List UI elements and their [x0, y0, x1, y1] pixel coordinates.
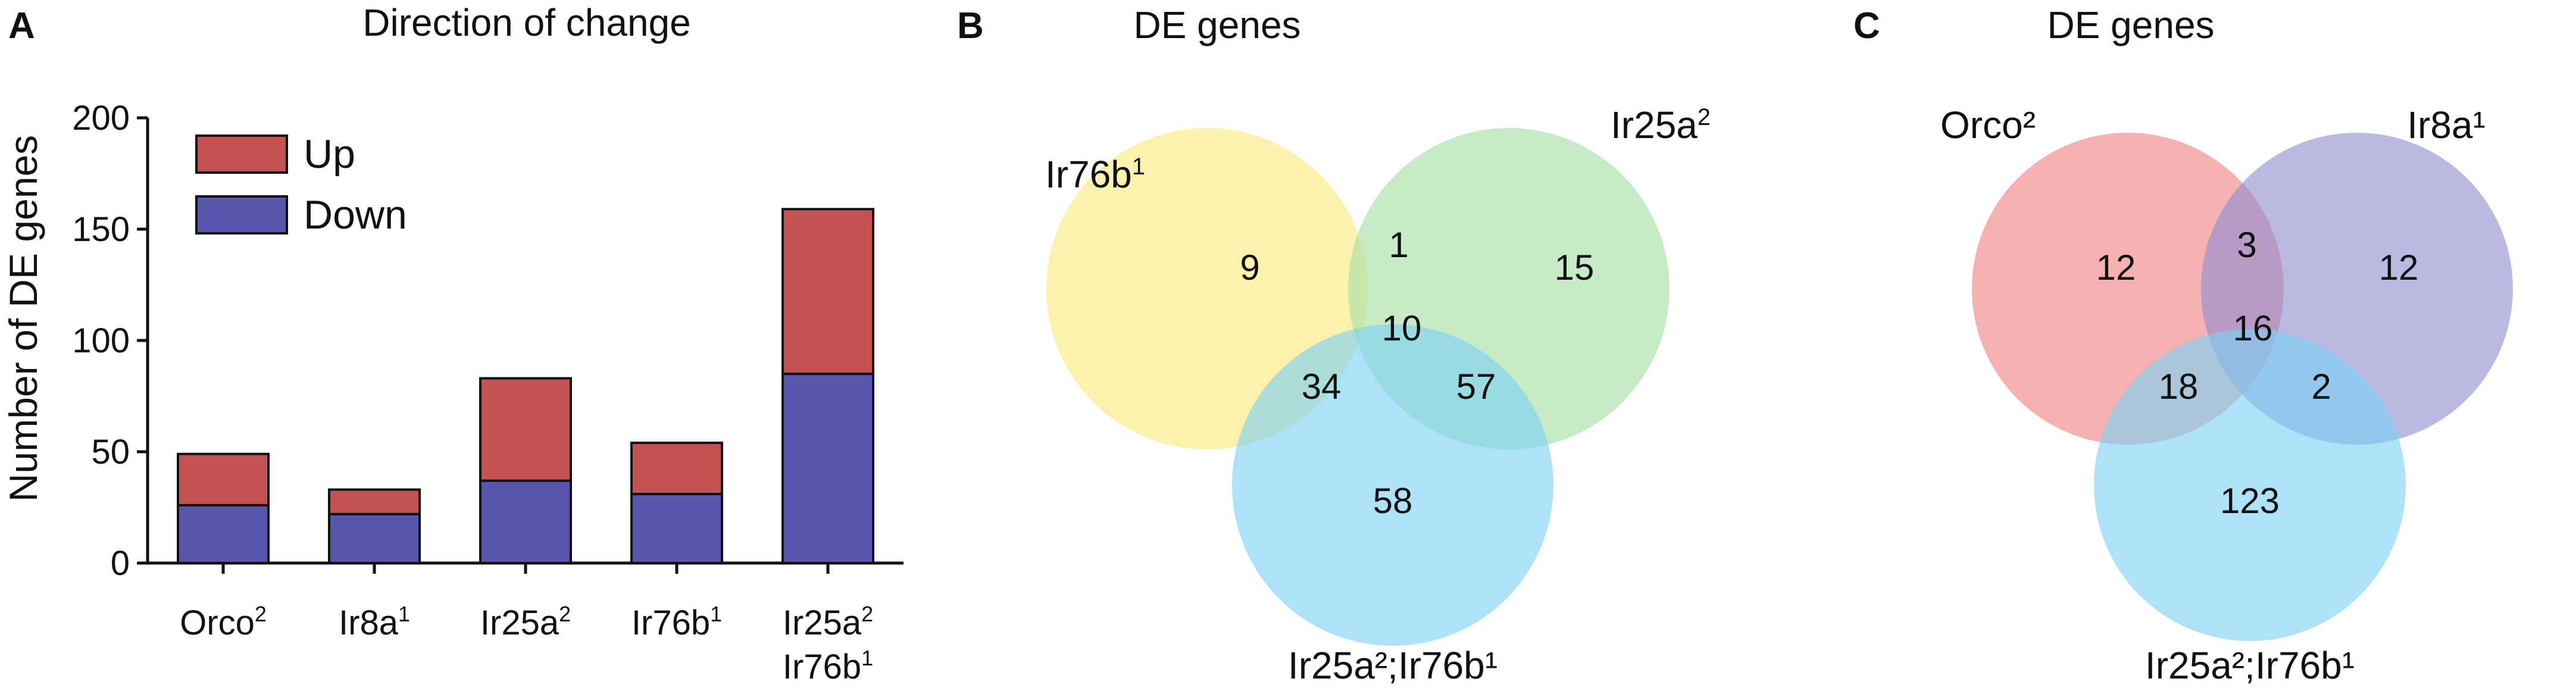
venn-set-1-label: Orco²	[1940, 104, 2036, 146]
y-tick-label: 50	[91, 433, 130, 471]
legend-swatch-down	[195, 195, 288, 235]
venn-region-only-1: 12	[2096, 248, 2136, 287]
venn-set-3-circle	[2094, 329, 2406, 641]
bars	[177, 208, 874, 565]
bar-down	[328, 512, 421, 564]
venn-region-only-3: 123	[2220, 481, 2280, 521]
venn-region-only-2: 15	[1555, 248, 1595, 287]
bar-down	[630, 493, 723, 564]
bar-chart-title: Direction of change	[362, 1, 690, 44]
y-ticks: 0 50 100 150 200	[72, 99, 148, 583]
venn-set-3-circle	[1232, 324, 1553, 646]
legend-label-up: Up	[304, 132, 355, 177]
venn-region-r23: 57	[1456, 367, 1496, 407]
bar-down	[781, 373, 874, 564]
venn-set-3-label: Ir25a²;Ir76b¹	[1288, 644, 1498, 687]
x-tick-label: Orco2	[180, 602, 267, 642]
venn-region-r23: 2	[2311, 367, 2331, 407]
venn-set-1-label: Ir76b1	[1045, 153, 1145, 196]
panel-letter-b: B	[957, 5, 984, 46]
bar-up	[781, 208, 874, 376]
venn-region-only-3: 58	[1373, 481, 1413, 521]
bar-up	[479, 377, 572, 482]
venn-diagram-c: Orco² Ir8a¹ Ir25a²;Ir76b¹ 12 12 123 3 18 2 16	[1940, 104, 2513, 687]
bar-up	[630, 442, 723, 496]
panel-a: A Direction of change Number of DE genes…	[1, 1, 904, 686]
venn-region-r13: 34	[1302, 367, 1342, 407]
venn-region-r123: 10	[1382, 308, 1422, 348]
venn-region-r123: 16	[2233, 308, 2273, 348]
x-tick-label: Ir25a2	[480, 602, 571, 642]
legend-swatch-up	[195, 135, 288, 174]
venn-region-r12: 3	[2237, 225, 2256, 265]
venn-region-only-1: 9	[1240, 248, 1259, 287]
y-tick-label: 150	[72, 210, 130, 249]
panel-c: C DE genes Orco² Ir8a¹ Ir25a²;Ir76b¹ 12 12 12…	[1853, 4, 2513, 687]
venn-set-3-label: Ir25a²;Ir76b¹	[2145, 644, 2355, 687]
y-tick-label: 200	[72, 99, 130, 137]
y-axis-label: Number of DE genes	[1, 135, 45, 502]
panel-letter-a: A	[8, 5, 35, 46]
x-tick-label: Ir76b1	[632, 602, 722, 642]
bar-down	[177, 504, 270, 565]
y-tick-label: 100	[72, 321, 130, 360]
bar-up	[177, 452, 270, 507]
y-tick-label: 0	[111, 544, 130, 583]
legend-label-down: Down	[304, 192, 407, 237]
venn-region-r12: 1	[1389, 225, 1408, 265]
x-tick-label-line2: Ir76b1	[783, 646, 873, 686]
bar-up	[328, 488, 421, 515]
x-tick-label: Ir8a1	[339, 602, 410, 642]
venn-set-2-label: Ir25a2	[1611, 104, 1711, 146]
venn-b-title: DE genes	[1133, 4, 1300, 46]
panel-letter-c: C	[1853, 5, 1880, 46]
venn-region-only-2: 12	[2379, 248, 2419, 287]
venn-region-r13: 18	[2159, 367, 2199, 407]
x-tick-label: Ir25a2	[783, 602, 873, 642]
venn-set-2-label: Ir8a¹	[2407, 104, 2486, 146]
venn-c-title: DE genes	[2047, 4, 2214, 46]
bar-down	[479, 479, 572, 564]
